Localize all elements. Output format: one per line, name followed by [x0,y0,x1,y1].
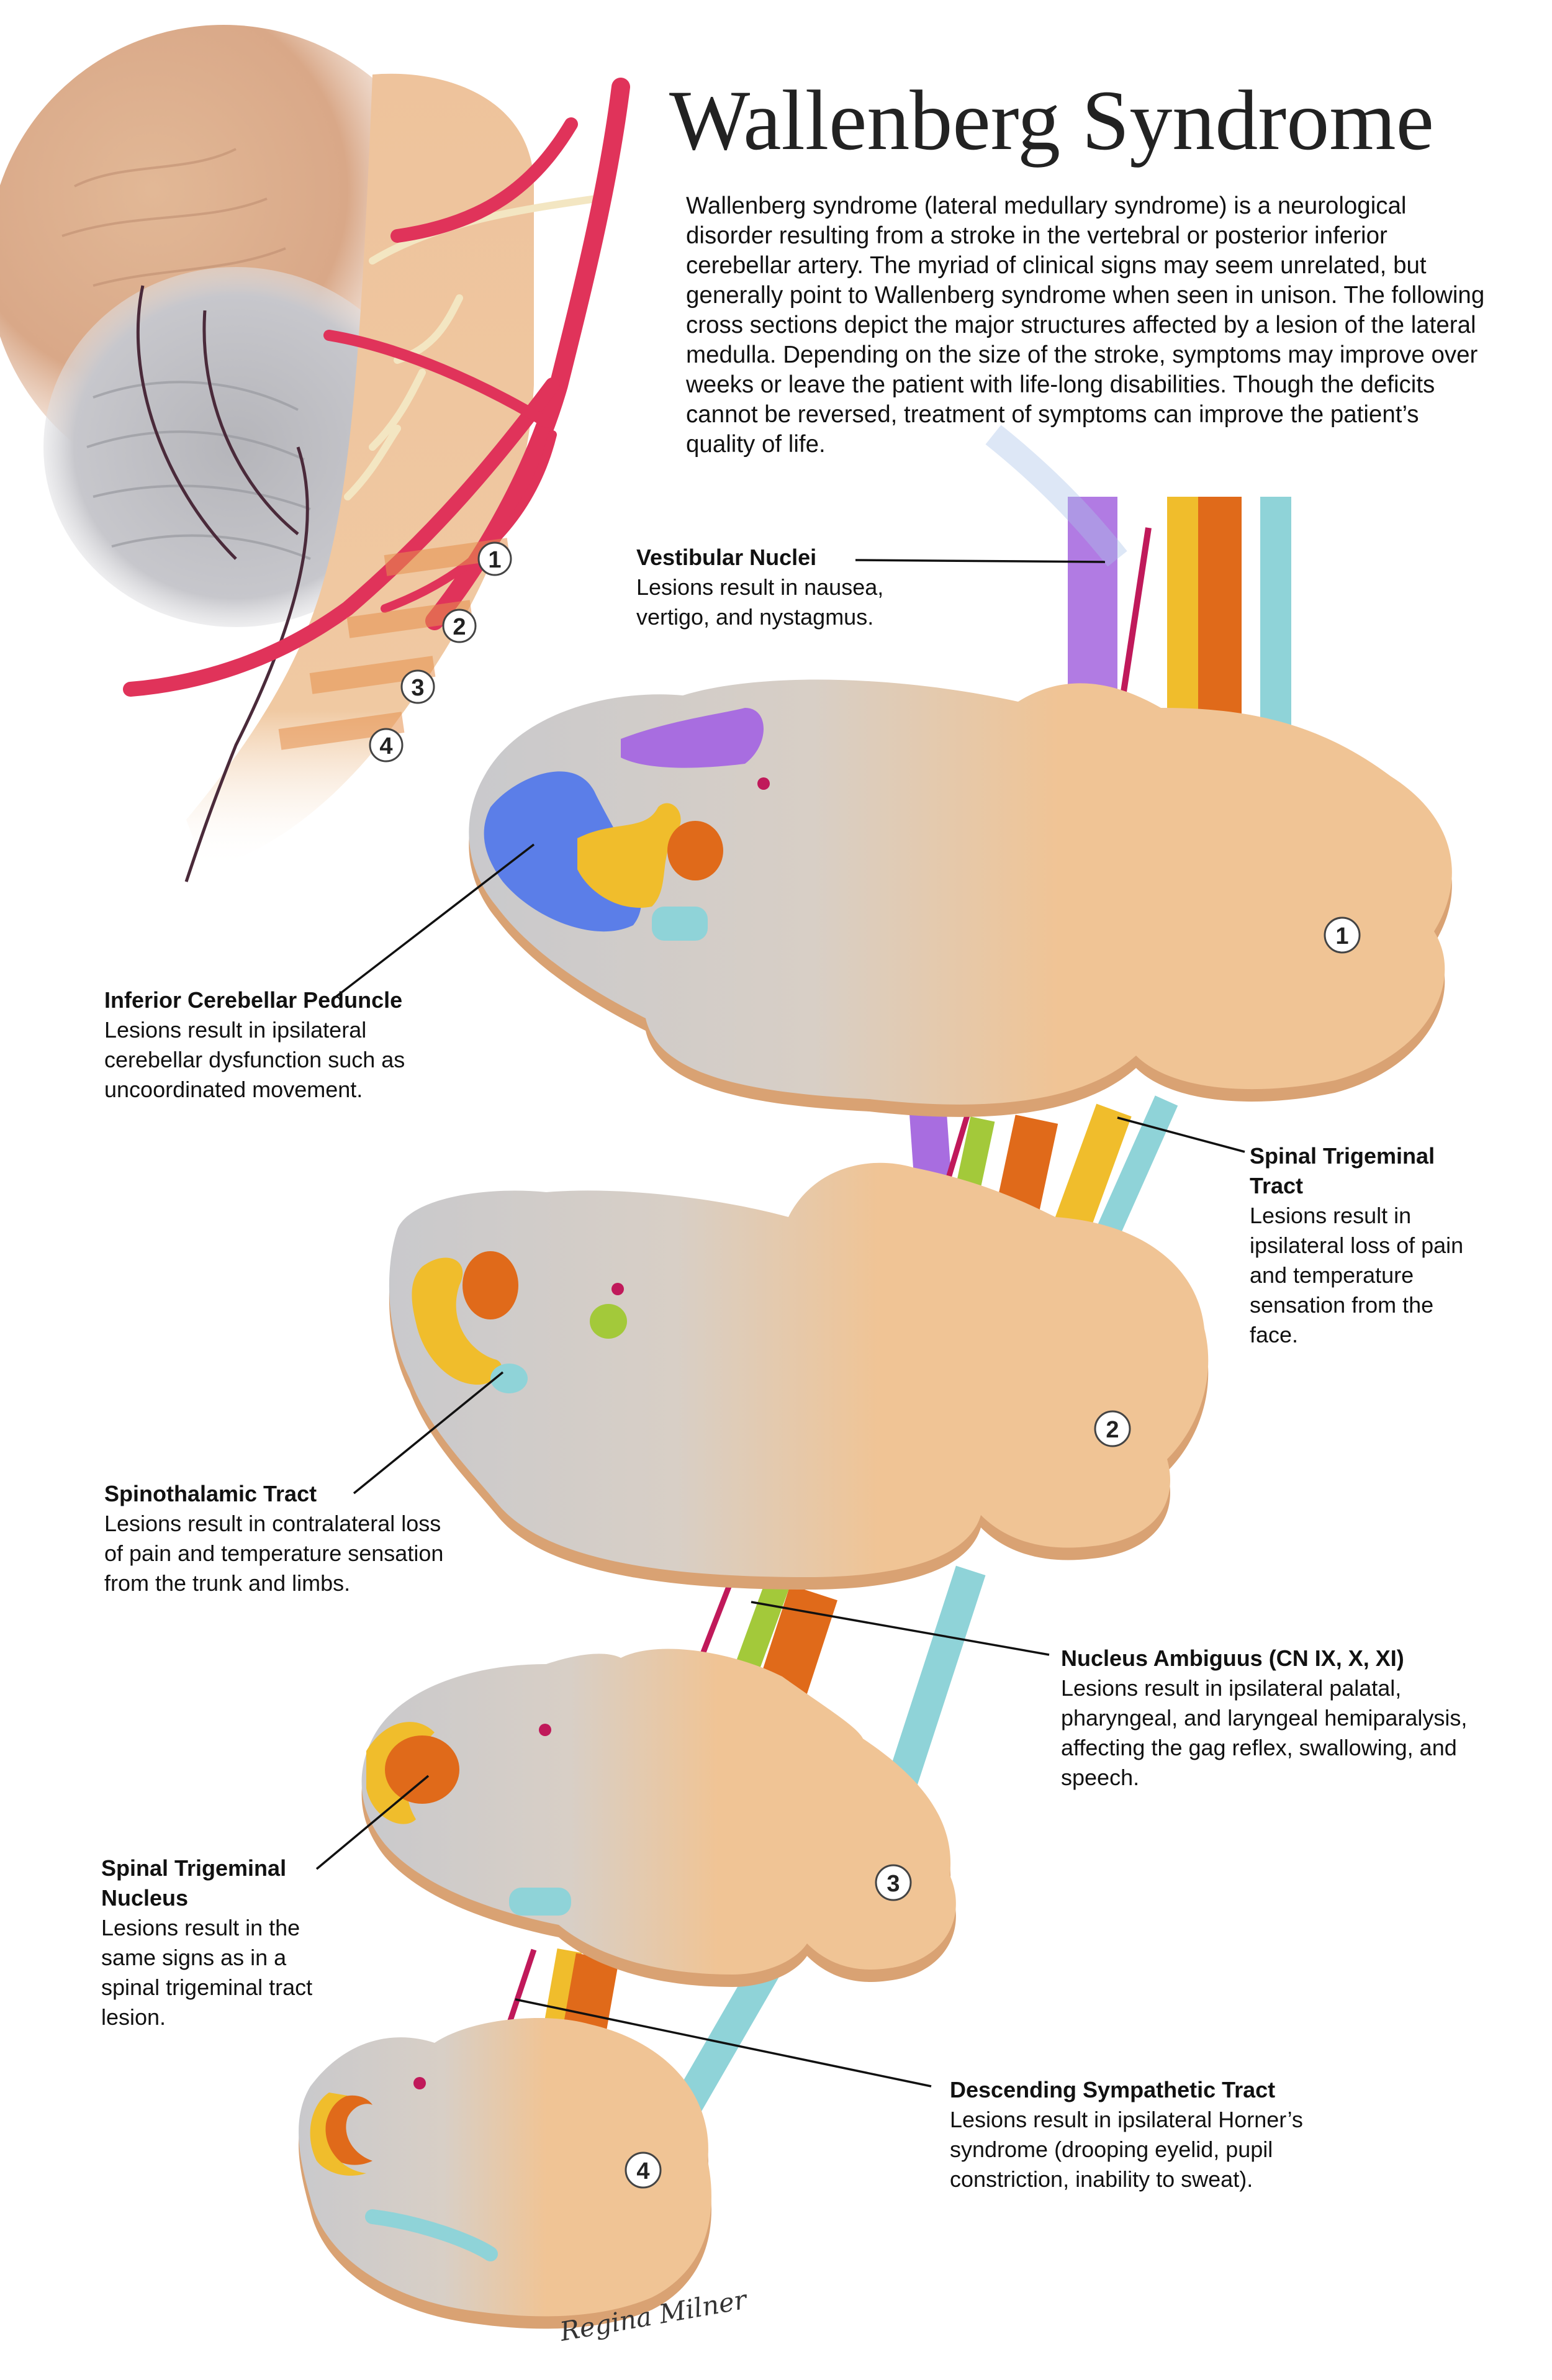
leader-icp [331,843,535,1001]
level-number-4: 4 [379,733,392,759]
section-number-4: 4 [636,2158,649,2184]
leader-lines [315,559,1245,2088]
leader-stt [1117,1116,1245,1153]
label-vestibular-name: Vestibular Nuclei [636,545,817,570]
label-stt-name: Spinal Trigeminal Tract [1250,1143,1435,1198]
leader-ambiguus [751,1601,1050,1656]
level-number-3: 3 [411,675,424,701]
section-marker-4: 4 [625,2152,662,2189]
label-ambiguus-desc: Lesions result in ipsilateral palatal, p… [1061,1675,1468,1790]
section-marker-3: 3 [875,1864,912,1901]
label-nucleus-ambiguus: Nucleus Ambiguus (CN IX, X, XI) Lesions … [1061,1644,1477,1793]
label-stn-desc: Lesions result in the same signs as in a… [101,1915,313,2030]
label-inferior-cerebellar-peduncle: Inferior Cerebellar Peduncle Lesions res… [104,985,458,1105]
label-vestibular-desc: Lesions result in nausea, vertigo, and n… [636,574,884,630]
level-marker-3: 3 [400,669,435,704]
label-stn-name: Spinal Trigeminal Nucleus [101,1855,287,1911]
section-number-1: 1 [1335,923,1348,949]
level-number-2: 2 [453,614,466,640]
label-icp-name: Inferior Cerebellar Peduncle [104,987,403,1013]
label-sympathetic-desc: Lesions result in ipsilateral Horner’s s… [950,2107,1303,2192]
intro-paragraph: Wallenberg syndrome (lateral medullary s… [686,192,1485,458]
leader-spinothalamic [353,1371,504,1495]
cross-section-1: 1 [469,679,1452,1117]
section-marker-1: 1 [1324,916,1361,954]
section-number-3: 3 [887,1871,900,1897]
label-vestibular-nuclei: Vestibular Nuclei Lesions result in naus… [636,543,959,632]
label-stt-desc: Lesions result in ipsilateral loss of pa… [1250,1203,1464,1347]
level-number-1: 1 [488,547,501,573]
section-marker-2: 2 [1094,1410,1131,1447]
cross-section-3: 3 [361,1649,956,1987]
label-spinal-trigeminal-nucleus: Spinal Trigeminal Nucleus Lesions result… [101,1853,350,2032]
cross-section-4: 4 [299,2018,711,2329]
level-marker-4: 4 [369,728,404,762]
label-sympathetic-name: Descending Sympathetic Tract [950,2077,1276,2102]
cross-section-2: 2 [389,1162,1209,1590]
leader-sympathetic [515,1998,932,2088]
level-marker-2: 2 [442,609,477,643]
label-ambiguus-name: Nucleus Ambiguus (CN IX, X, XI) [1061,1645,1404,1671]
label-spinal-trigeminal-tract: Spinal Trigeminal Tract Lesions result i… [1250,1141,1473,1350]
level-marker-1: 1 [477,541,512,576]
brainstem-illustration: 1 2 3 4 [0,25,630,882]
label-descending-sympathetic-tract: Descending Sympathetic Tract Lesions res… [950,2075,1384,2194]
leader-stn [315,1775,430,1870]
leader-vestibular [855,559,1106,563]
section-number-2: 2 [1106,1417,1119,1443]
label-spinothalamic-tract: Spinothalamic Tract Lesions result in co… [104,1479,452,1598]
label-icp-desc: Lesions result in ipsilateral cerebellar… [104,1017,405,1102]
label-spinothalamic-desc: Lesions result in contralateral loss of … [104,1511,444,1596]
page-title: Wallenberg Syndrome [669,73,1434,168]
label-spinothalamic-name: Spinothalamic Tract [104,1481,317,1506]
